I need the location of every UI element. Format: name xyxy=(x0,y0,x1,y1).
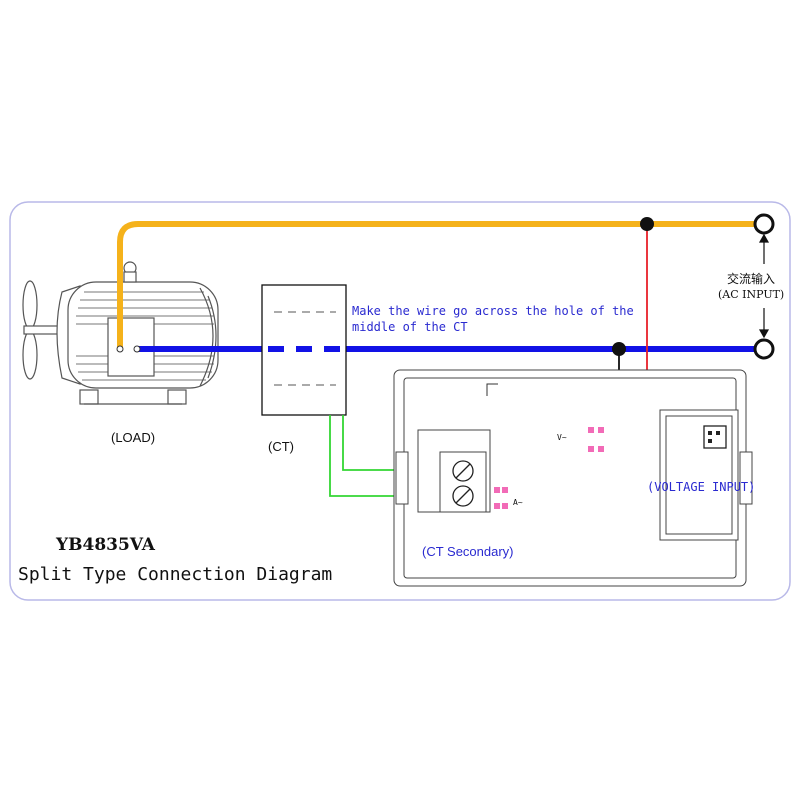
load-label: (LOAD) xyxy=(111,430,156,445)
junction-live xyxy=(640,217,654,231)
voltage-input-label: (VOLTAGE INPUT) xyxy=(647,480,756,494)
ct-secondary-label: (CT Secondary) xyxy=(422,544,514,559)
motor-icon xyxy=(22,261,219,405)
model-title: YB4835VA xyxy=(56,535,155,555)
v-mark-label: V~ xyxy=(557,433,567,442)
wire-note-line2: middle of the CT xyxy=(352,320,468,334)
motor-terminal-neutral xyxy=(133,345,141,353)
screw-terminal-icon xyxy=(452,460,474,507)
live-wire xyxy=(117,221,762,348)
motor-terminal-live xyxy=(116,345,124,353)
diagram-title: Split Type Connection Diagram xyxy=(18,564,333,585)
outer-frame xyxy=(9,201,791,601)
fan-blade-icon xyxy=(22,280,77,380)
v-solder-pads xyxy=(588,427,604,452)
wire-note-line1: Make the wire go across the hole of the xyxy=(352,304,634,318)
a-mark-label: A~ xyxy=(513,498,523,507)
a-solder-pads xyxy=(494,487,508,509)
ac-input-cn-label: 交流输入 xyxy=(727,272,776,286)
ac-input-arrow-icon xyxy=(758,233,770,339)
voltage-plug-icon xyxy=(703,425,727,449)
meter-unit xyxy=(393,369,753,587)
ac-input-en-label: (AC INPUT) xyxy=(718,288,785,301)
junction-neutral xyxy=(612,342,626,356)
ring-terminal-icon xyxy=(753,213,775,235)
ct-label: (CT) xyxy=(268,439,294,454)
ring-terminal-icon xyxy=(753,338,775,360)
